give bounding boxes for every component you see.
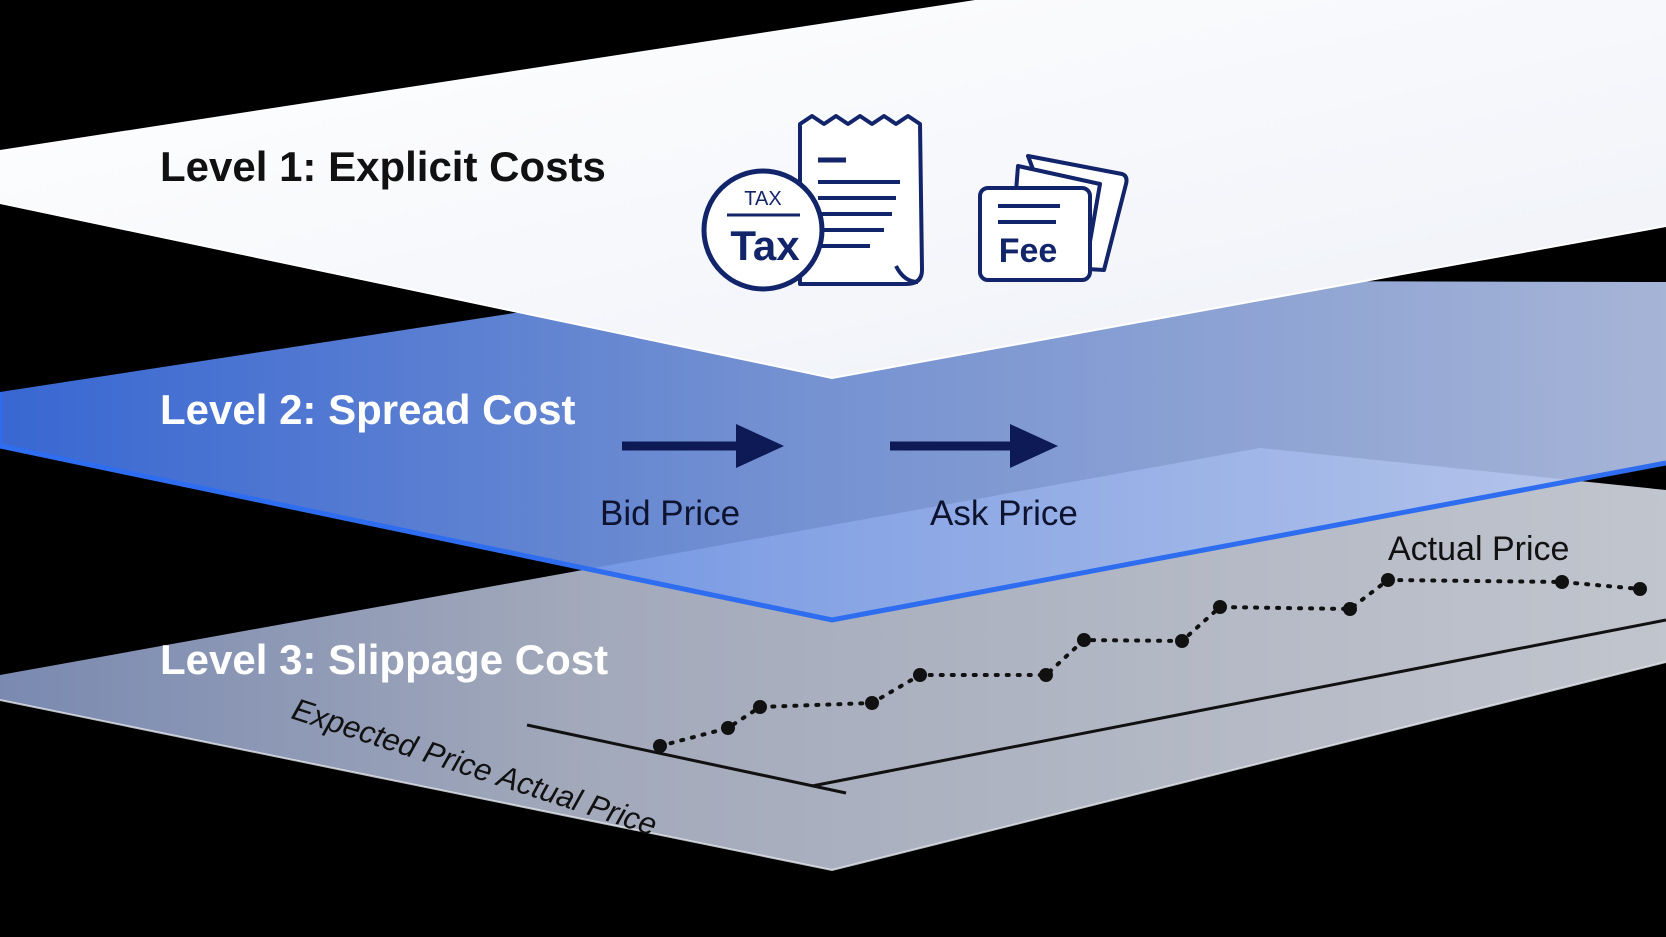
- level-3-label: Level 3: Slippage Cost: [160, 636, 608, 683]
- price-point: [1077, 633, 1091, 647]
- fee-document-icon: Fee: [978, 154, 1129, 282]
- tax-badge-small-text: TAX: [744, 188, 781, 210]
- fee-text: Fee: [999, 232, 1058, 270]
- ask-arrow: [890, 424, 1058, 468]
- level-2-plane: [0, 280, 1666, 623]
- tax-badge-big-text: Tax: [730, 222, 800, 269]
- bid-price-label: Bid Price: [600, 494, 740, 533]
- price-point: [865, 696, 879, 710]
- level-1-label: Level 1: Explicit Costs: [160, 143, 606, 190]
- tax-coin-icon: TAX Tax: [701, 168, 825, 292]
- price-point: [1343, 602, 1357, 616]
- level-3-plane: [0, 448, 1666, 872]
- actual-price-label: Actual Price: [1388, 530, 1569, 568]
- price-point: [653, 739, 667, 753]
- price-points: [653, 573, 1647, 753]
- actual-price-line: [811, 618, 1666, 788]
- price-point: [1039, 668, 1053, 682]
- level-2-label: Level 2: Spread Cost: [160, 386, 575, 433]
- price-point: [721, 721, 735, 735]
- ask-price-label: Ask Price: [930, 494, 1078, 533]
- bid-arrow: [622, 424, 784, 468]
- receipt-icon: [798, 114, 924, 286]
- expected-price-line: [526, 723, 847, 795]
- spread-arrows: [622, 424, 1058, 468]
- price-point: [1175, 634, 1189, 648]
- price-point: [913, 668, 927, 682]
- price-point: [1555, 575, 1569, 589]
- price-point: [1381, 573, 1395, 587]
- price-point: [753, 700, 767, 714]
- price-point: [1633, 582, 1647, 596]
- price-point: [1213, 600, 1227, 614]
